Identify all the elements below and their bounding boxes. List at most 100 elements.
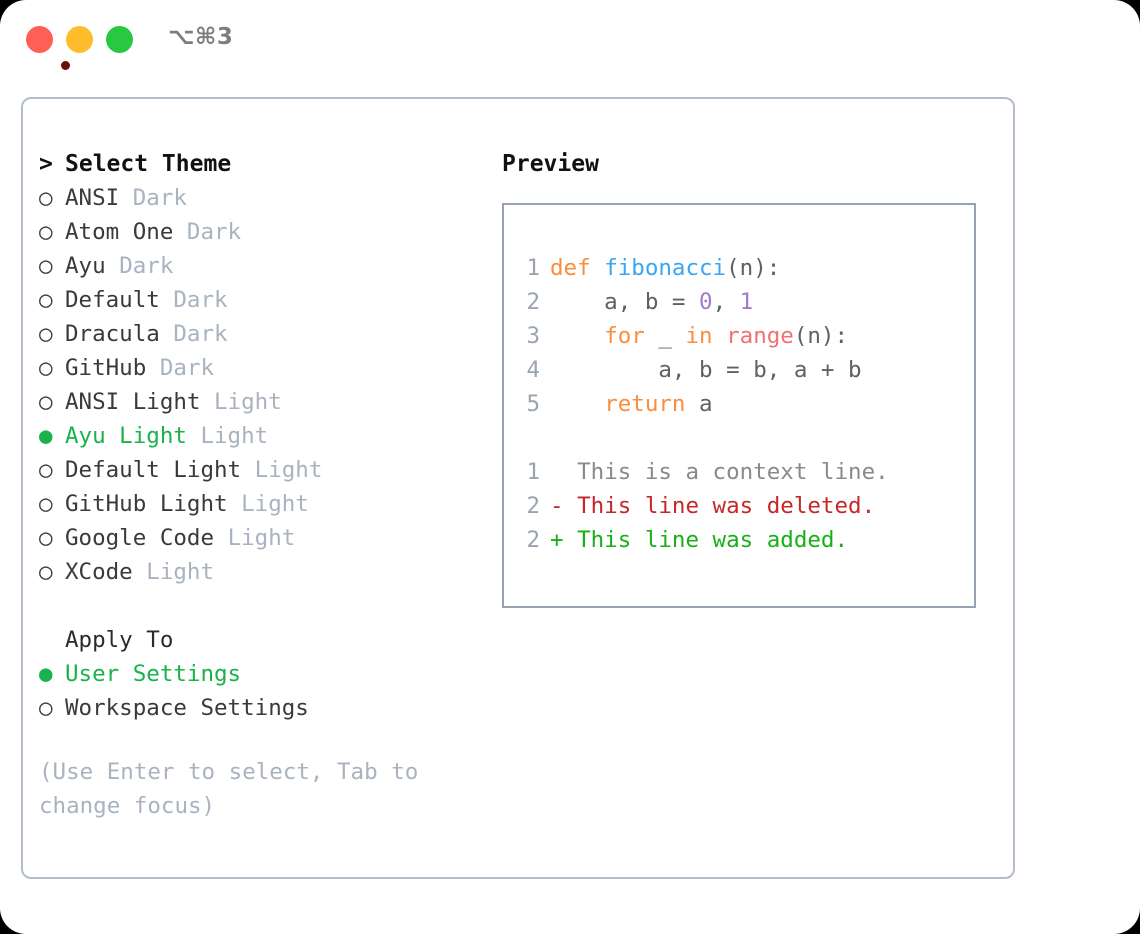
radio-unselected-icon: ○: [39, 457, 53, 483]
diff-text: This line was added.: [577, 527, 849, 553]
apply-to-item[interactable]: ○Workspace Settings: [39, 691, 489, 725]
apply-to-item[interactable]: ●User Settings: [39, 657, 489, 691]
spacer: [106, 253, 120, 279]
minimize-button[interactable]: [66, 26, 93, 53]
spacer: [133, 559, 147, 585]
radio-unselected-icon: ○: [39, 525, 53, 551]
diff-text: This line was deleted.: [577, 493, 876, 519]
section-spacer: [39, 589, 489, 623]
theme-kind-badge: Dark: [173, 287, 228, 313]
apply-to-heading: Apply To: [65, 627, 174, 653]
radio-unselected-icon: ○: [39, 321, 53, 347]
select-theme-heading: > Select Theme: [39, 147, 489, 181]
code-token: in: [685, 323, 713, 349]
radio-selected-icon: ●: [39, 423, 53, 449]
theme-list-item[interactable]: ○Default Light Light: [39, 453, 489, 487]
diff-text: This is a context line.: [577, 459, 889, 485]
code-token: (n):: [793, 323, 849, 349]
theme-kind-badge: Light: [200, 423, 269, 449]
apply-to-list: ●User Settings○Workspace Settings: [39, 657, 489, 725]
spacer: [173, 219, 187, 245]
code-token: [713, 323, 727, 349]
line-number: 2: [526, 493, 540, 519]
theme-name-label: GitHub Light: [65, 491, 228, 517]
diff-marker: -: [550, 493, 578, 519]
line-number: 4: [526, 357, 540, 383]
select-theme-heading-label: Select Theme: [65, 151, 232, 177]
apply-to-label: User Settings: [65, 661, 242, 687]
theme-name-label: Default Light: [65, 457, 242, 483]
line-number: 1: [526, 459, 540, 485]
code-token: [550, 391, 604, 417]
close-button[interactable]: [26, 26, 70, 70]
diff-marker: +: [550, 527, 578, 553]
diff-line: 2- This line was deleted.: [518, 489, 968, 523]
code-token: _: [644, 323, 686, 349]
theme-list-item[interactable]: ○ GitHub Light Light: [39, 487, 489, 521]
diff-block: 1 This is a context line.2- This line wa…: [518, 455, 968, 557]
caret-icon: >: [39, 151, 53, 177]
spacer: [146, 355, 160, 381]
radio-unselected-icon: ○: [39, 253, 53, 279]
theme-name-label: Default: [65, 287, 160, 313]
theme-kind-badge: Dark: [186, 219, 242, 245]
code-token: 0: [699, 289, 713, 315]
theme-kind-badge: Light: [214, 389, 282, 415]
code-line: 3 for _ in range(n):: [518, 319, 968, 353]
theme-name-label: Ayu Light: [65, 423, 187, 449]
code-diff-separator: [518, 421, 968, 455]
theme-kind-badge: Light: [241, 491, 309, 517]
line-number: 5: [526, 391, 540, 417]
theme-picker-panel: >Select Theme ○ANSI Dark○Atom One Dark○A…: [21, 97, 1015, 879]
theme-list-item[interactable]: ○GitHub Dark: [39, 351, 489, 385]
code-token: fibonacci: [604, 255, 727, 281]
theme-list-item[interactable]: ○ Ayu Dark: [39, 249, 489, 283]
spacer: [200, 389, 214, 415]
theme-name-label: Dracula: [65, 321, 160, 347]
theme-list-item[interactable]: ○ANSI Light Light: [39, 385, 489, 419]
spacer: [119, 185, 133, 211]
theme-kind-badge: Light: [227, 525, 296, 551]
radio-unselected-icon: ○: [39, 491, 53, 517]
theme-list-item[interactable]: ● Ayu Light Light: [39, 419, 489, 453]
theme-list-item[interactable]: ○ Dracula Dark: [39, 317, 489, 351]
code-token: ,: [712, 289, 740, 315]
theme-list-item[interactable]: ○Google Code Light: [39, 521, 489, 555]
theme-kind-badge: Dark: [173, 321, 228, 347]
spacer: [160, 287, 174, 313]
theme-list: ○ANSI Dark○Atom One Dark○Ayu Dark○Defaul…: [39, 181, 489, 589]
theme-name-label: GitHub: [65, 355, 147, 381]
theme-kind-badge: Dark: [119, 253, 174, 279]
code-line: 2 a, b = 0, 1: [518, 285, 968, 319]
radio-unselected-icon: ○: [39, 355, 53, 381]
line-number: 1: [526, 255, 540, 281]
theme-list-item[interactable]: ○ Default Dark: [39, 283, 489, 317]
theme-name-label: Ayu: [65, 253, 106, 279]
theme-selection-column: >Select Theme ○ANSI Dark○Atom One Dark○A…: [39, 147, 489, 823]
window-titlebar: ⌥⌘3: [0, 0, 1140, 78]
keyboard-hint-text: (Use Enter to select, Tab to change focu…: [39, 759, 419, 819]
preview-heading: Preview: [502, 151, 599, 177]
theme-list-item[interactable]: ○Atom One Dark: [39, 215, 489, 249]
line-number: 2: [526, 289, 540, 315]
keyboard-shortcut-label: ⌥⌘3: [168, 24, 234, 50]
theme-list-item[interactable]: ○XCode Light: [39, 555, 489, 589]
code-token: a, b = b, a + b: [550, 357, 862, 383]
radio-unselected-icon: ○: [39, 695, 53, 721]
radio-unselected-icon: ○: [39, 287, 53, 313]
code-line: 4 a, b = b, a + b: [518, 353, 968, 387]
theme-list-item[interactable]: ○ANSI Dark: [39, 181, 489, 215]
maximize-button[interactable]: [106, 26, 133, 53]
radio-unselected-icon: ○: [39, 185, 53, 211]
diff-marker: [550, 459, 577, 485]
code-line: 5 return a: [518, 387, 968, 421]
radio-unselected-icon: ○: [39, 219, 53, 245]
code-token: a: [685, 391, 713, 417]
theme-kind-badge: Light: [146, 559, 215, 585]
diff-line: 1 This is a context line.: [518, 455, 968, 489]
code-token: range: [726, 323, 794, 349]
